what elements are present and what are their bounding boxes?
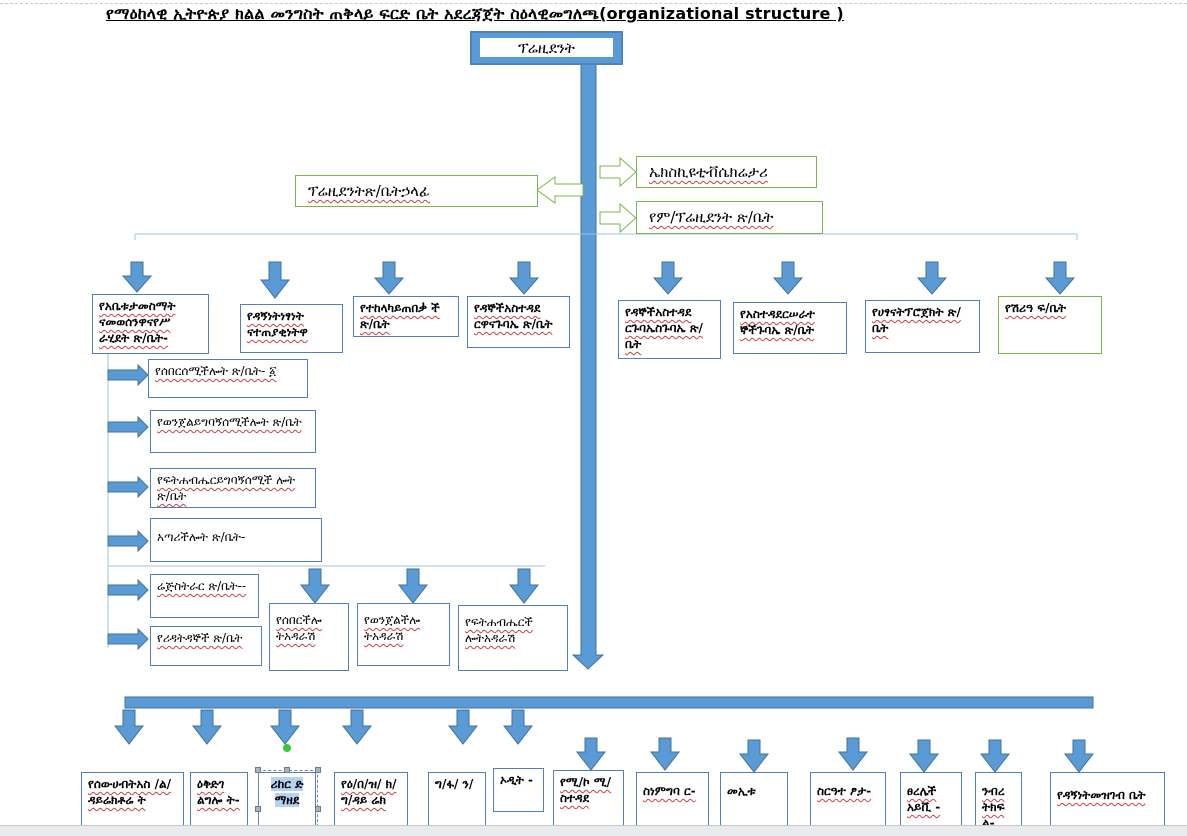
unit-box-defender[interactable]: የተከላካይጠበቃ ች ጽ/ቤት	[353, 296, 459, 337]
executive-secretary-box[interactable]: ኤክስኪዩቲቭሴክሬታሪ	[636, 156, 817, 188]
sub-box-assistant-judges[interactable]: የሪዳትዳኞች ጽ/ቤት	[150, 626, 262, 666]
bottom-down-arrows	[113, 709, 1095, 773]
resize-handle-tr[interactable]	[315, 767, 321, 773]
bottom-box-media[interactable]: የሚ/ኮ ሚ/ ስተዳደ	[553, 770, 624, 832]
resize-handle-mr[interactable]	[315, 806, 321, 812]
bottom-box-hr[interactable]: የሰውሀብትአስ /ል/ዳይሬክቶሬ ት	[81, 772, 184, 832]
unit-label: የአቤቱታመስማት ናመወሰንዋናየሥ ራሂደት ጽ/ቤት-	[99, 299, 176, 345]
bottom-box-audit[interactable]: ኦዲት -	[493, 768, 544, 812]
sub-box-civil-appeal[interactable]: የፍትሐብሔርይግባኝሰሚች ሎት ጽ/ቤት	[150, 468, 316, 508]
row1-down-arrows	[121, 261, 1076, 299]
sub-box-inquiry-bench[interactable]: አጣሪችሎት ጽ/ቤት-	[150, 518, 322, 562]
hollow-arrow-office	[536, 176, 584, 204]
president-label: ፕሬዚደንት	[480, 38, 613, 57]
bottom-unit-label: ንብረ ትክፍ ል-	[982, 784, 1005, 830]
vice-president-office-label: የም/ፕሬዚደንት ጽ/ቤት	[649, 208, 774, 226]
hall-box-cassation[interactable]: የሰበርችሎ ትአዳራሽ	[269, 603, 349, 671]
bottom-box-service[interactable]: መኢቱ	[720, 772, 788, 832]
sub-box-cassation-bench[interactable]: የሰበርሰሚችሎት ጽ/ቤት- ፩	[148, 359, 308, 398]
unit-label: የሀፃናትፕሮጀክት ጽ/ቤት	[872, 305, 961, 335]
hollow-arrow-vp	[599, 202, 637, 234]
page-top-rule	[0, 3, 1187, 4]
status-bar	[0, 825, 1187, 836]
bottom-horizontal-bar	[124, 696, 1094, 709]
bottom-box-gender[interactable]: ስርዓተ ፆታ-	[810, 772, 886, 832]
unit-box-admin-staff-council[interactable]: የአስተዳደርሠራተ ኞችጉባኤ ጽ/ቤት	[733, 302, 847, 354]
unit-label: የአስተዳደርሠራተ ኞችጉባኤ ጽ/ቤት	[740, 307, 815, 337]
hall-box-civil[interactable]: የፍትሐብሔርች ሎትአዳራሽ	[458, 605, 568, 671]
unit-box-sharia-court[interactable]: የሽሪዓ ፍ/ቤት	[998, 296, 1102, 354]
bottom-box-court-registry[interactable]: የዳኝነትመዝገብ ቤት	[1050, 772, 1165, 832]
resize-handle-tm[interactable]	[284, 767, 290, 773]
unit-box-judicial-independence[interactable]: የዳኝነትነፃነት ናተጠያቂነትዋ	[240, 304, 343, 353]
unit-label: የሽሪዓ ፍ/ቤት	[1005, 301, 1066, 315]
hollow-arrow-exec	[599, 156, 637, 188]
bottom-unit-label: ስርዓተ ፆታ-	[817, 784, 872, 798]
president-office-label: ፕሬዚደንትጽ/ቤትኃላፊ	[308, 182, 431, 200]
bottom-box-ethics[interactable]: ስነምግባ ር-	[636, 772, 709, 832]
unit-label: የዳኞችአስተዳደ ርዋናጉባኤ ጽ/ቤት	[474, 301, 553, 331]
resize-handle-tl[interactable]	[255, 767, 261, 773]
unit-box-judges-council[interactable]: የዳኞችአስተዳደ ርጉባኤስጉባኤ ጽ/ቤት	[618, 300, 721, 359]
unit-label: የዳኞችአስተዳደ ርጉባኤስጉባኤ ጽ/ቤት	[625, 305, 703, 351]
main-trunk-arrow	[571, 63, 605, 670]
bottom-box-planning[interactable]: ዕቅድገ ልግሎ ት-	[190, 772, 248, 832]
bottom-unit-label: የሚ/ኮ ሚ/ ስተዳደ	[560, 775, 612, 805]
sub-unit-label: አጣሪችሎት ጽ/ቤት-	[157, 530, 246, 544]
bottom-unit-label: ግ/ፋ/ ን/	[435, 777, 474, 791]
bottom-unit-label: የዕ/በ/ዝ/ ክ/ግ/ዳይ ሬክ	[341, 777, 397, 807]
resize-handle-ml[interactable]	[255, 806, 261, 812]
unit-label: የዳኝነትነፃነት ናተጠያቂነትዋ	[247, 309, 308, 339]
sub-unit-label: ሬጅስትራር ጽ/ቤት--	[157, 579, 247, 593]
registrar-down-arrows	[299, 568, 540, 604]
sub-unit-label: የሰበርሰሚችሎት ጽ/ቤት- ፩	[155, 364, 277, 378]
hall-box-criminal[interactable]: የወንጀልችሎ ትአዳራሽ	[357, 603, 450, 666]
president-office-box[interactable]: ፕሬዚደንትጽ/ቤትኃላፊ	[295, 175, 538, 207]
bottom-unit-label: ፀረሌች አይቪ -	[907, 784, 941, 814]
bottom-box-finance[interactable]: ግ/ፋ/ ን/	[428, 772, 486, 832]
bottom-unit-label: ኦዲት -	[500, 773, 534, 787]
hall-label: የወንጀልችሎ ትአዳራሽ	[364, 613, 421, 643]
sub-unit-label: የወንጀልይግባኝሰሚችሎት ጽ/ቤት	[157, 415, 302, 429]
bottom-unit-label: የዳኝነትመዝገብ ቤት	[1057, 788, 1146, 802]
sub-box-registrar[interactable]: ሬጅስትራር ጽ/ቤት--	[150, 574, 259, 618]
unit-box-appeals[interactable]: የአቤቱታመስማት ናመወሰንዋናየሥ ራሂደት ጽ/ቤት-	[92, 294, 209, 354]
hall-label: የሰበርችሎ ትአዳራሽ	[276, 613, 322, 643]
sub-right-arrows	[107, 363, 149, 651]
bottom-box-info[interactable]: የዕ/በ/ዝ/ ክ/ግ/ዳይ ሬክ	[334, 772, 408, 832]
bottom-unit-label: ዕቅድገ ልግሎ ት-	[197, 777, 240, 807]
bottom-box-hiv[interactable]: ፀረሌች አይቪ -	[900, 772, 962, 832]
bottom-unit-label: መኢቱ	[727, 784, 756, 798]
unit-box-judges-admin[interactable]: የዳኞችአስተዳደ ርዋናጉባኤ ጽ/ቤት	[467, 296, 570, 348]
bottom-box-property[interactable]: ንብረ ትክፍ ል-	[975, 772, 1022, 832]
executive-secretary-label: ኤክስኪዩቲቭሴክሬታሪ	[649, 163, 768, 181]
president-box[interactable]: ፕሬዚደንት	[470, 31, 623, 65]
unit-label: የተከላካይጠበቃ ች ጽ/ቤት	[360, 301, 440, 331]
rotate-handle[interactable]	[283, 744, 291, 752]
selection-frame	[258, 770, 318, 832]
bottom-unit-label: የሰውሀብትአስ /ል/ዳይሬክቶሬ ት	[88, 777, 171, 807]
unit-box-children-project[interactable]: የሀፃናትፕሮጀክት ጽ/ቤት	[865, 300, 980, 353]
sub-box-criminal-appeal[interactable]: የወንጀልይግባኝሰሚችሎት ጽ/ቤት	[150, 410, 316, 453]
hall-label: የፍትሐብሔርች ሎትአዳራሽ	[465, 615, 533, 645]
bottom-box-records[interactable]: ሪከር ድ ማዘደ	[258, 772, 316, 832]
sub-unit-label: የፍትሐብሔርይግባኝሰሚች ሎት ጽ/ቤት	[157, 473, 296, 503]
page-title: የማዕከላዊ ኢትዮጵያ ክልል መንግስት ጠቅላይ ፍርድ ቤት አደረጃጀ…	[106, 4, 844, 23]
bottom-unit-label: ስነምግባ ር-	[643, 784, 696, 798]
vice-president-office-box[interactable]: የም/ፕሬዚደንት ጽ/ቤት	[636, 201, 823, 234]
sub-unit-label: የሪዳትዳኞች ጽ/ቤት	[157, 631, 243, 645]
